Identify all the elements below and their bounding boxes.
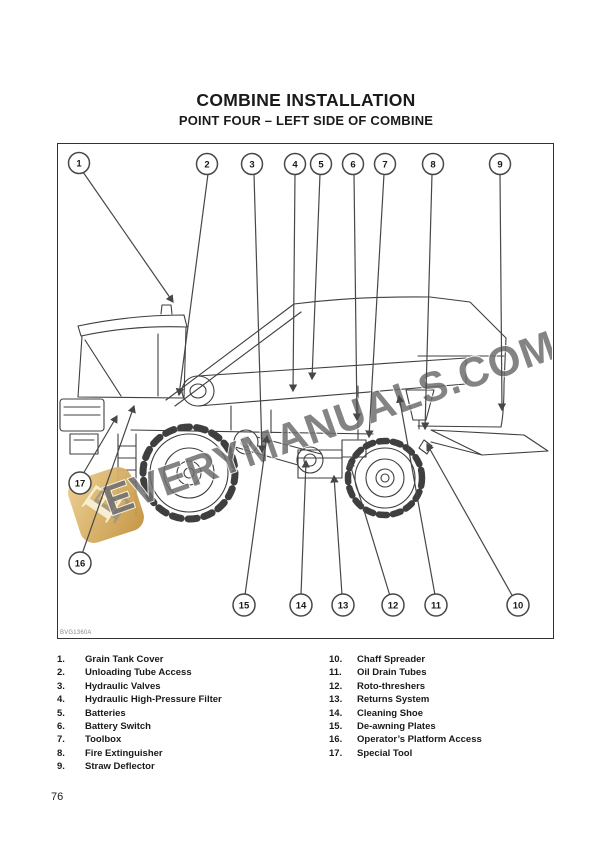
svg-text:16: 16 <box>75 559 86 570</box>
leader-lines <box>81 171 514 598</box>
svg-text:14: 14 <box>296 601 307 612</box>
legend-item: 16.Operator’s Platform Access <box>329 734 482 746</box>
figure-reference-code: BVG1360A <box>60 630 92 636</box>
svg-text:4: 4 <box>292 160 298 171</box>
callout-15: 15 <box>232 593 256 617</box>
legend-column-left: 1.Grain Tank Cover 2.Unloading Tube Acce… <box>57 653 337 774</box>
callout-4: 4 <box>283 152 307 176</box>
page-number: 76 <box>51 791 64 803</box>
legend-column-right: 10.Chaff Spreader 11.Oil Drain Tubes 12.… <box>329 653 557 760</box>
callout-5: 5 <box>309 152 333 176</box>
legend-item: 4.Hydraulic High-Pressure Filter <box>57 694 222 706</box>
combine-line-art: E E EVERYMANUALS.COM <box>59 151 552 617</box>
legend-item: 7.Toolbox <box>57 734 122 746</box>
legend-item: 5.Batteries <box>57 707 126 719</box>
callout-7: 7 <box>373 152 397 176</box>
callout-2: 2 <box>195 152 219 176</box>
callout-1: 1 <box>67 151 91 175</box>
legend-item: 17.Special Tool <box>329 747 413 759</box>
svg-text:6: 6 <box>350 160 355 171</box>
callout-8: 8 <box>421 152 445 176</box>
svg-text:1: 1 <box>76 159 82 170</box>
svg-text:11: 11 <box>431 601 442 612</box>
callout-6: 6 <box>341 152 365 176</box>
svg-text:5: 5 <box>318 160 324 171</box>
watermark-text: EVERYMANUALS.COM <box>97 321 552 524</box>
legend-item: 10.Chaff Spreader <box>329 654 426 665</box>
legend-item: 6.Battery Switch <box>57 721 151 733</box>
legend-item: 14.Cleaning Shoe <box>329 707 423 719</box>
callout-16: 16 <box>68 551 92 575</box>
svg-text:15: 15 <box>239 601 250 612</box>
legend-item: 2.Unloading Tube Access <box>57 667 192 679</box>
svg-text:7: 7 <box>382 160 387 171</box>
svg-text:12: 12 <box>388 601 399 612</box>
svg-text:10: 10 <box>513 601 524 612</box>
svg-text:3: 3 <box>249 160 254 171</box>
legend-item: 12.Roto-threshers <box>329 680 426 692</box>
svg-text:9: 9 <box>497 160 502 171</box>
legend-item: 13.Returns System <box>329 694 430 706</box>
legend-item: 15.De-awning Plates <box>329 721 436 733</box>
callout-10: 10 <box>506 593 530 617</box>
legend-item: 3.Hydraulic Valves <box>57 680 161 692</box>
page-subtitle: POINT FOUR – LEFT SIDE OF COMBINE <box>178 113 434 128</box>
callout-17: 17 <box>68 471 92 495</box>
svg-text:2: 2 <box>204 160 209 171</box>
page-title: COMBINE INSTALLATION <box>196 90 416 110</box>
callout-13: 13 <box>331 593 355 617</box>
callout-11: 11 <box>424 593 448 617</box>
legend-item: 9.Straw Deflector <box>57 761 155 773</box>
callout-12: 12 <box>381 593 405 617</box>
svg-text:17: 17 <box>75 479 86 490</box>
svg-text:8: 8 <box>430 160 435 171</box>
callouts: 1 2 3 4 5 6 7 8 9 10 11 12 13 14 15 16 1… <box>67 151 530 617</box>
combine-diagram-figure: E E EVERYMANUALS.COM <box>57 143 554 639</box>
legend-item: 1.Grain Tank Cover <box>57 654 164 665</box>
legend-item: 8.Fire Extinguisher <box>57 747 163 759</box>
legend-item: 11.Oil Drain Tubes <box>329 667 427 679</box>
callout-9: 9 <box>488 152 512 176</box>
callout-14: 14 <box>289 593 313 617</box>
callout-3: 3 <box>240 152 264 176</box>
svg-text:13: 13 <box>338 601 349 612</box>
